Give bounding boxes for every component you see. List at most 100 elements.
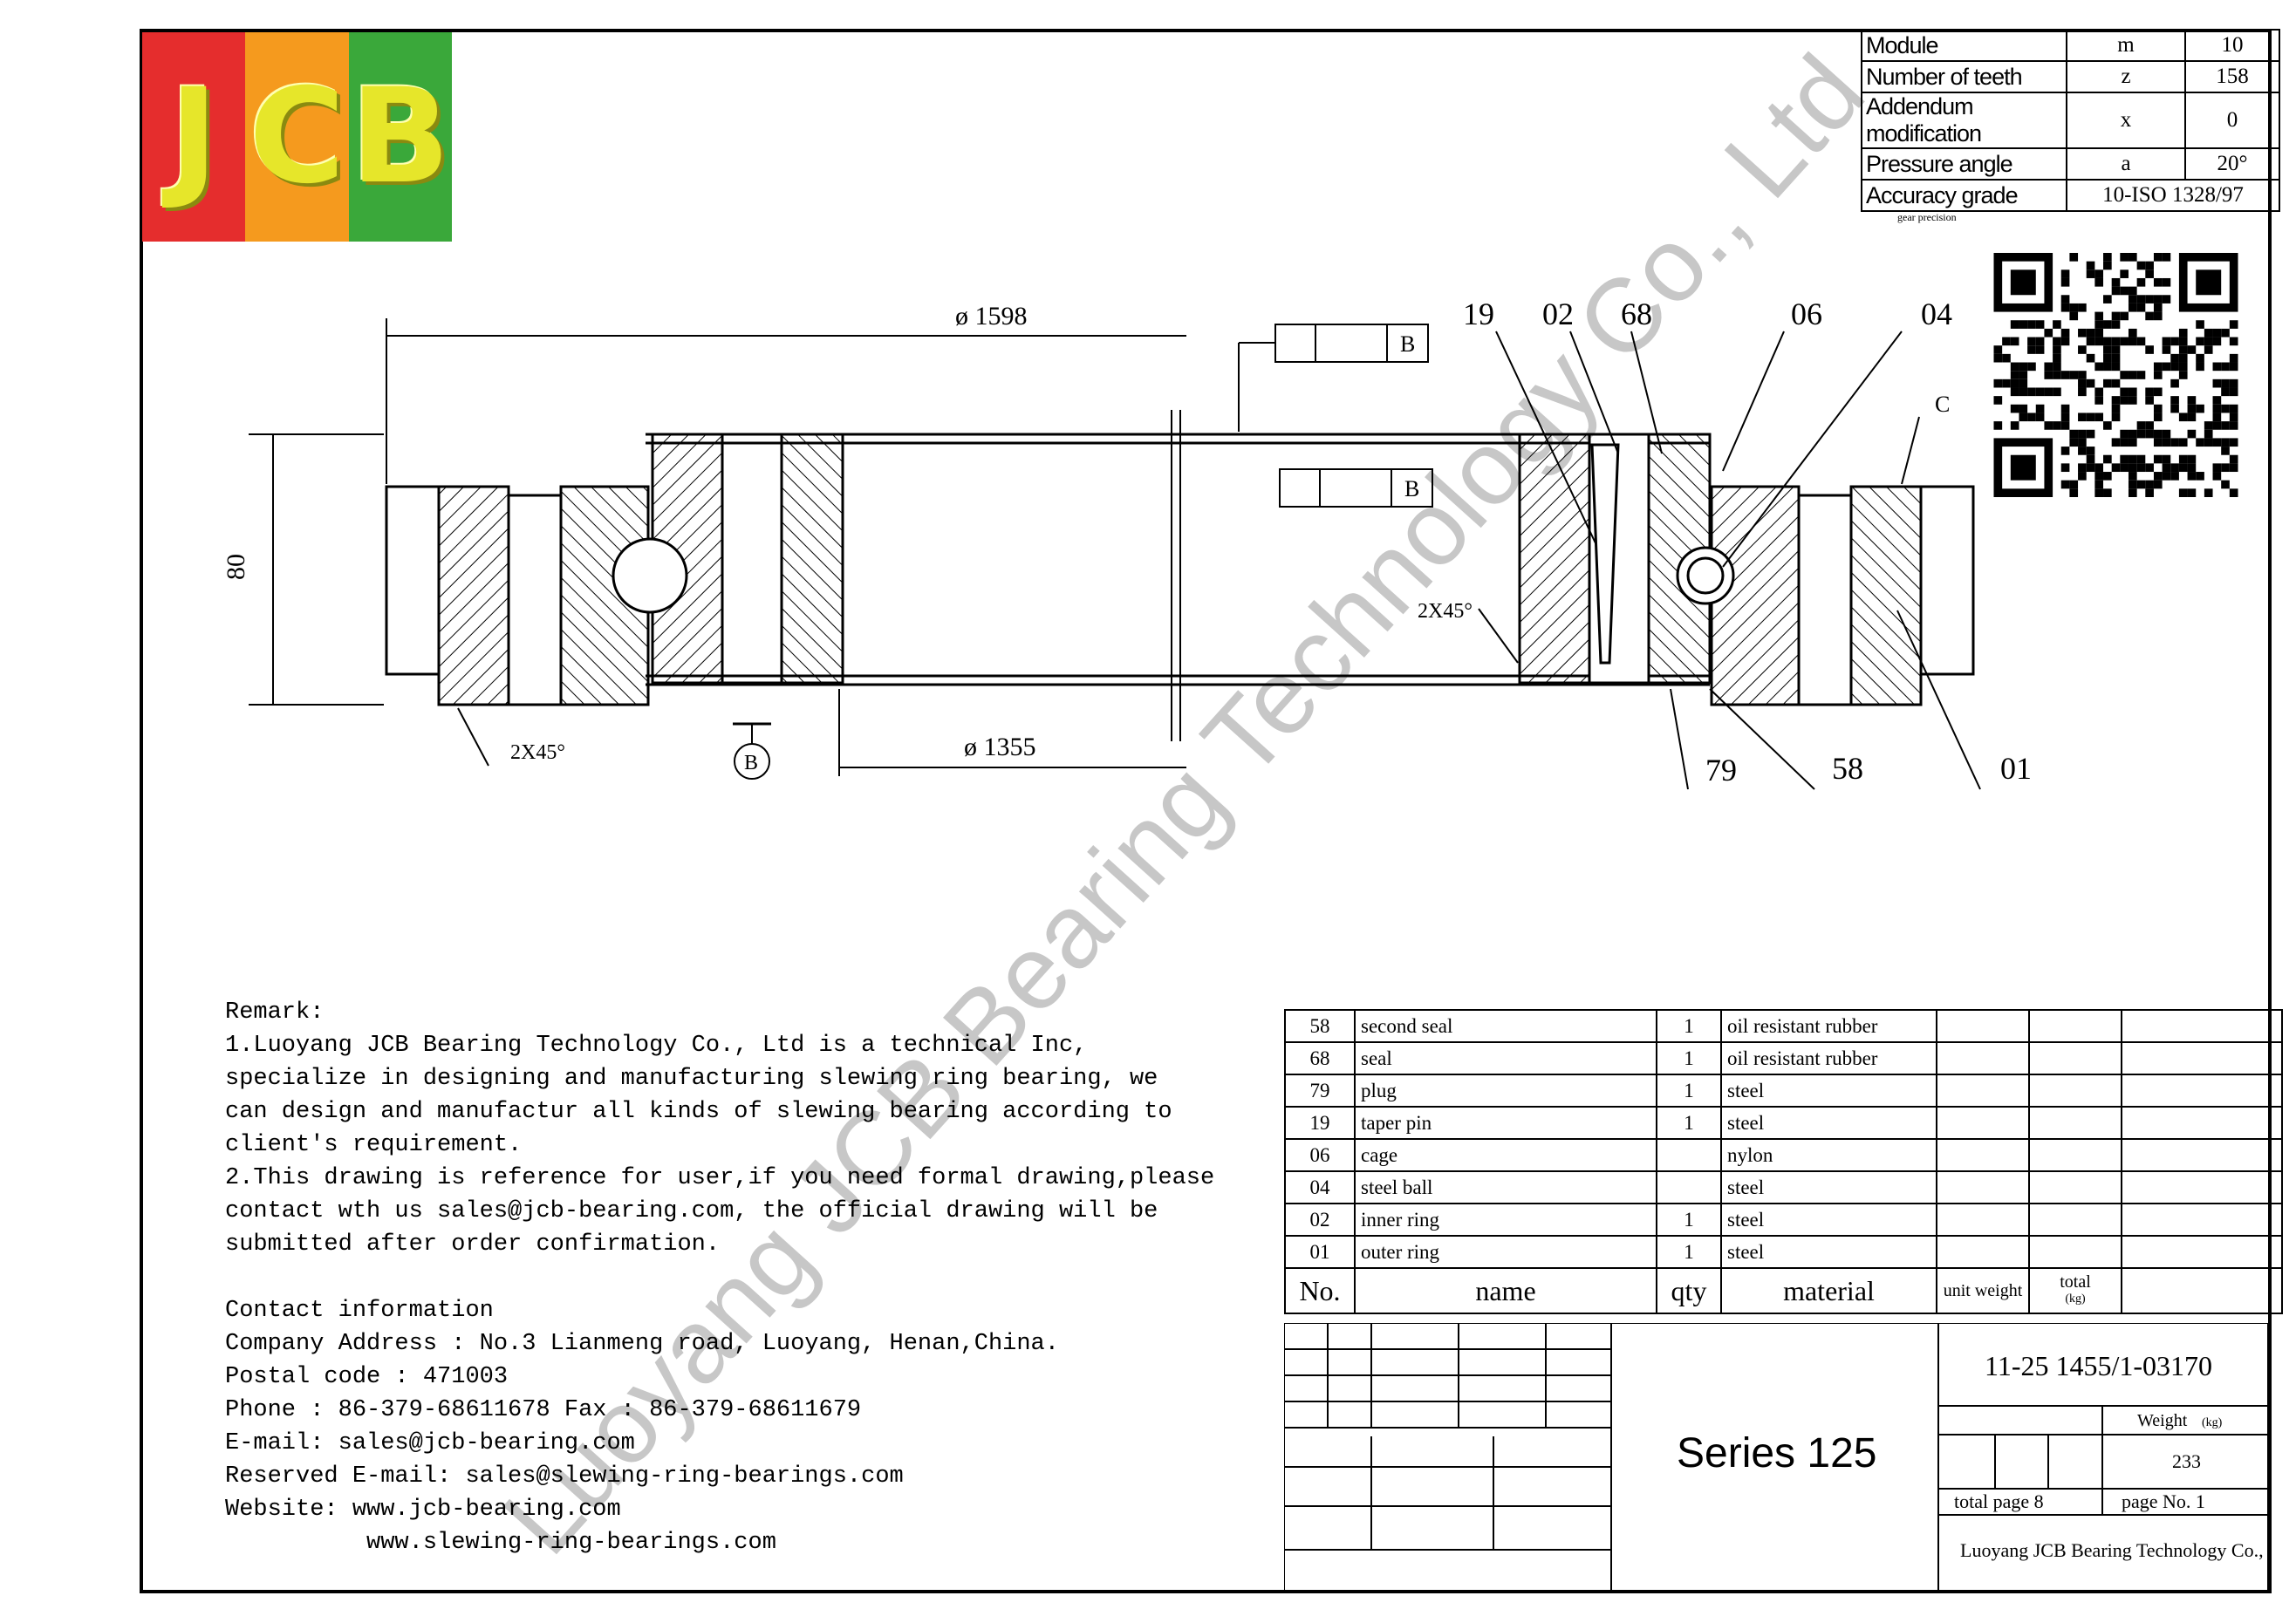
- qr-module: [2078, 429, 2087, 439]
- part-material: steel: [1720, 1106, 1937, 1140]
- qr-module: [2086, 429, 2095, 439]
- qr-module: [2060, 337, 2070, 346]
- qr-module: [2229, 463, 2238, 473]
- header-total: total (kg): [2028, 1267, 2122, 1314]
- qr-module: [2187, 454, 2197, 464]
- part-material: oil resistant rubber: [1720, 1041, 1937, 1075]
- logo-letter-j: J: [169, 61, 219, 213]
- gear-row-module: Module m 10: [1861, 29, 2280, 62]
- qr-module: [2120, 454, 2129, 464]
- gear-label: Accuracy grade: [1861, 179, 2067, 212]
- qr-module: [2103, 295, 2112, 303]
- datum-top-letter: B: [1400, 331, 1415, 357]
- remark-line: contact wth us sales@jcb-bearing.com, th…: [225, 1198, 1158, 1224]
- callout-79: 79: [1705, 753, 1737, 788]
- qr-module: [2094, 277, 2104, 287]
- qr-module: [2136, 295, 2146, 303]
- qr-module: [2120, 337, 2129, 346]
- qr-module: [2178, 438, 2188, 447]
- left-outer-ring: [385, 485, 650, 706]
- qr-module: [2187, 413, 2197, 422]
- qr-module: [2111, 311, 2121, 321]
- gear-symbol: m: [2066, 29, 2186, 62]
- qr-module: [2128, 488, 2137, 497]
- part-blank-cell: [1936, 1106, 2030, 1140]
- part-blank-cell: [1936, 1170, 2030, 1204]
- qr-module: [2162, 277, 2171, 287]
- qr-module: [2178, 488, 2188, 497]
- part-blank-cell: [2028, 1041, 2122, 1075]
- qr-module: [2153, 362, 2163, 372]
- qr-code: [1993, 253, 2238, 497]
- qr-module: [2053, 421, 2061, 430]
- qr-module: [2103, 421, 2112, 430]
- qr-module: [2060, 295, 2070, 303]
- qr-module: [2212, 472, 2222, 481]
- remark-line: submitted after order confirmation.: [225, 1231, 721, 1258]
- qr-module: [2044, 371, 2053, 379]
- qr-module: [2027, 362, 2036, 372]
- qr-module: [2111, 463, 2121, 473]
- gear-row-accuracy: Accuracy grade 10-ISO 1328/97: [1861, 179, 2280, 212]
- qr-module: [2145, 480, 2154, 489]
- part-no: 79: [1284, 1074, 1356, 1108]
- qr-module: [2094, 396, 2104, 405]
- qr-module: [2103, 320, 2112, 329]
- qr-module: [2078, 413, 2087, 422]
- qr-module: [2162, 362, 2171, 372]
- callout-04: 04: [1921, 297, 1952, 331]
- qr-module: [2094, 362, 2104, 372]
- qr-module: [2204, 429, 2213, 439]
- qr-module: [2103, 362, 2112, 372]
- qr-module: [2002, 337, 2011, 346]
- chamfer-right: 2X45°: [1418, 600, 1473, 623]
- qr-module: [2229, 353, 2238, 363]
- qr-module: [2120, 387, 2129, 397]
- drawing-number: 11-25 1455/1-03170: [1985, 1350, 2212, 1381]
- qr-module: [2111, 353, 2121, 363]
- qr-module: [2145, 421, 2154, 430]
- part-blank-cell: [2121, 1235, 2283, 1269]
- qr-module: [2162, 472, 2171, 481]
- qr-module: [2111, 337, 2121, 346]
- part-no: 06: [1284, 1138, 1356, 1172]
- qr-module: [2204, 421, 2213, 430]
- qr-module: [2086, 447, 2095, 455]
- header-blank: [2121, 1267, 2283, 1314]
- qr-module: [2145, 396, 2154, 405]
- right-outer-ring: [1710, 485, 1975, 706]
- qr-module: [2196, 472, 2204, 481]
- qr-module: [2078, 378, 2087, 388]
- qr-module: [2053, 353, 2061, 363]
- qr-module: [2204, 345, 2213, 354]
- qr-module: [1993, 396, 2003, 405]
- qr-module: [2136, 303, 2146, 312]
- qr-module: [1993, 345, 2003, 354]
- part-name: seal: [1354, 1041, 1657, 1075]
- qr-module: [2053, 362, 2061, 372]
- qr-module: [2086, 337, 2095, 346]
- part-blank-cell: [2121, 1041, 2283, 1075]
- qr-module: [2153, 413, 2163, 422]
- qr-module: [2128, 396, 2137, 405]
- part-blank-cell: [1936, 1235, 2030, 1269]
- qr-module: [2103, 261, 2112, 270]
- qr-module: [2010, 337, 2019, 346]
- qr-module: [2111, 404, 2121, 413]
- qr-module: [2136, 261, 2146, 270]
- qr-module: [2187, 488, 2197, 497]
- gear-value: 0: [2184, 92, 2280, 149]
- datum-mid-letter: B: [1404, 476, 1419, 501]
- header-unit-weight: unit weight: [1936, 1267, 2030, 1314]
- remark-line: Remark:: [225, 999, 325, 1026]
- qr-module: [2128, 253, 2137, 262]
- qr-module: [2229, 404, 2238, 413]
- qr-module: [2196, 362, 2204, 372]
- qr-module: [2145, 488, 2154, 497]
- qr-module: [2044, 387, 2053, 397]
- qr-module: [2103, 378, 2112, 388]
- qr-module: [2178, 328, 2188, 338]
- label-c: C: [1935, 392, 1950, 417]
- qr-module: [2094, 463, 2104, 473]
